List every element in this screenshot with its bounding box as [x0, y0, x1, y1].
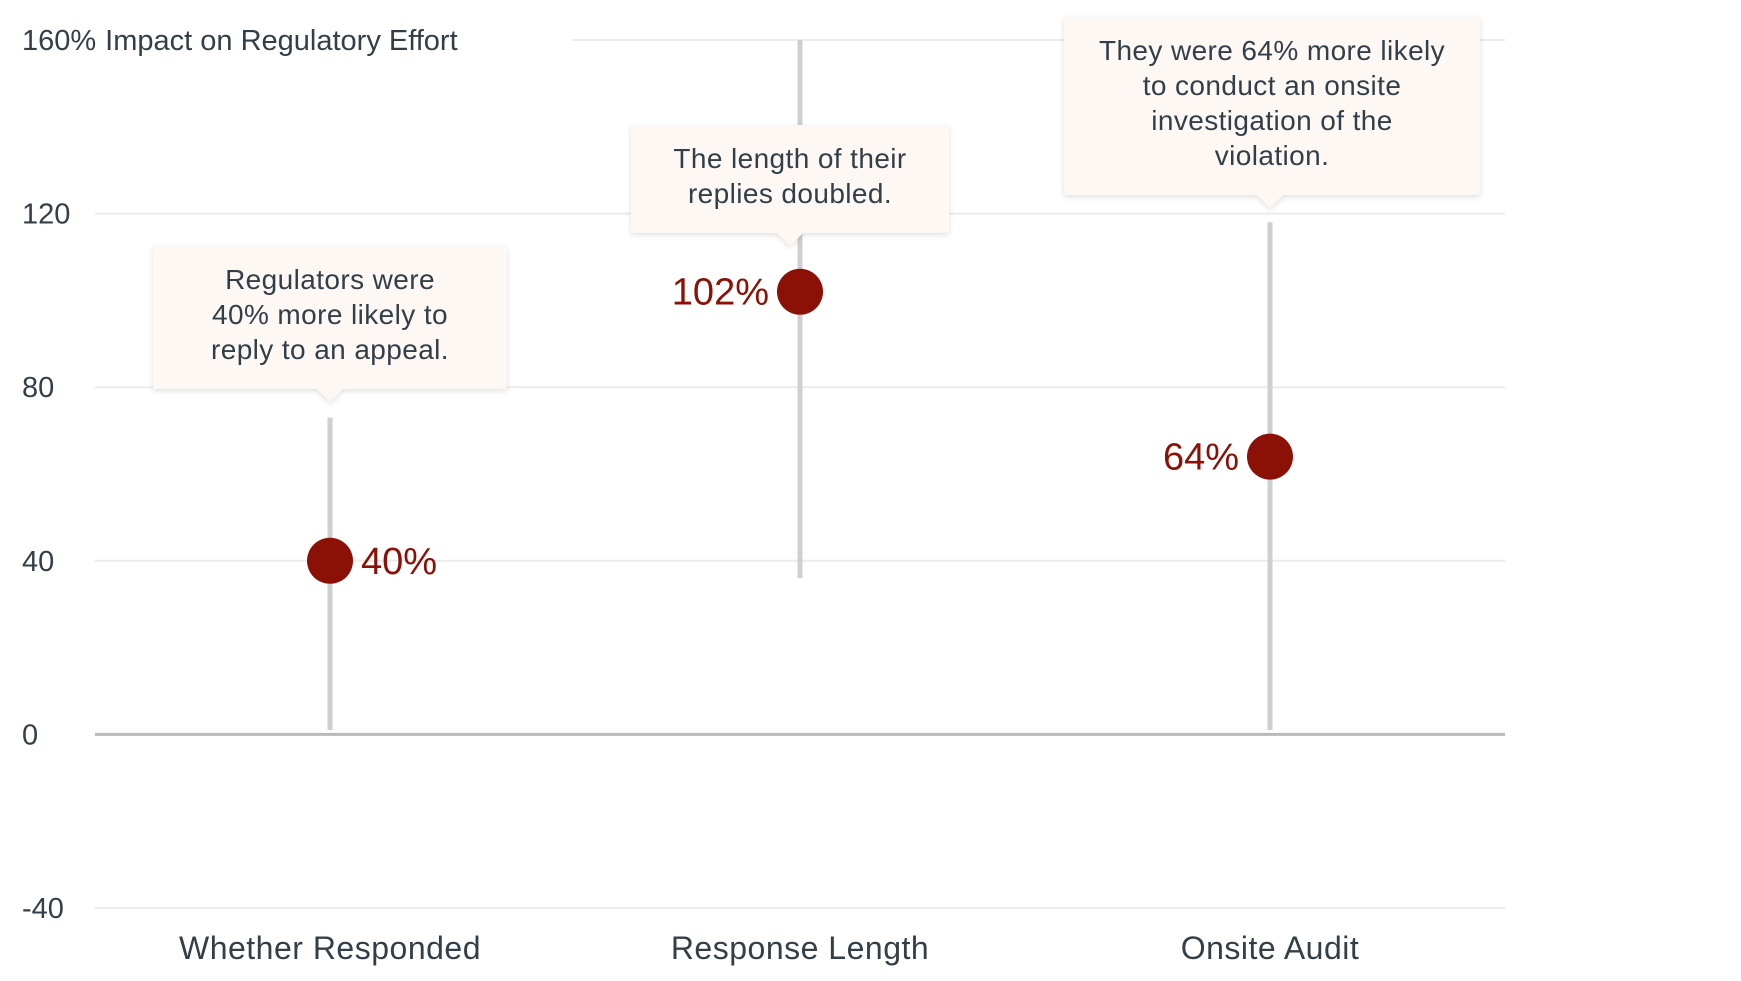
- callout-pointer: [1256, 194, 1284, 208]
- callout: [1064, 17, 1480, 208]
- callout-box: [153, 246, 507, 389]
- data-point: [307, 537, 353, 584]
- callout-line: reply to an appeal.: [211, 334, 449, 365]
- callout-line: replies doubled.: [688, 178, 892, 209]
- callout-line: They were 64% more likely: [1099, 35, 1445, 66]
- callout: [631, 125, 949, 246]
- callout-box: [631, 125, 949, 233]
- y-tick-label: 160%Impact on Regulatory Effort: [22, 25, 458, 57]
- x-tick-label: Onsite Audit: [1181, 930, 1360, 966]
- callout-line: to conduct an onsite: [1143, 70, 1402, 101]
- callout-text: Regulators were 40% more likely to reply t…: [211, 264, 449, 365]
- y-tick-label: 120: [22, 199, 70, 231]
- data-point: [1247, 433, 1293, 480]
- callout-line: investigation of the: [1151, 105, 1393, 136]
- y-tick-label: -40: [22, 893, 64, 925]
- y-tick-label: 80: [22, 372, 54, 404]
- y-axis: -40 0 40 80 120 160%Impact on Regulatory Effo…: [22, 25, 458, 925]
- y-tick-label: 0: [22, 719, 38, 751]
- data-point: [777, 268, 823, 315]
- x-axis: Whether Responded Response Length Onsite A…: [179, 930, 1359, 966]
- callout-text: The length of their replies doubled.: [673, 143, 906, 209]
- x-tick-label: Response Length: [671, 930, 929, 966]
- callout-pointer: [776, 232, 804, 246]
- callout-line: Regulators were: [225, 264, 435, 295]
- y-tick-label: 40: [22, 546, 54, 578]
- callout-line: The length of their: [673, 143, 906, 174]
- data-label: 64%: [1163, 437, 1239, 479]
- callout-line: 40% more likely to: [212, 299, 448, 330]
- callout-box: [1064, 17, 1480, 195]
- x-tick-label: Whether Responded: [179, 930, 481, 966]
- data-label: 40%: [361, 541, 437, 583]
- data-label: 102%: [672, 272, 769, 314]
- callout-text: They were 64% more likely to conduct an o…: [1099, 35, 1445, 171]
- callout-line: violation.: [1215, 140, 1330, 171]
- annotation-callouts: Regulators were 40% more likely to reply t…: [153, 17, 1480, 402]
- callout-pointer: [316, 388, 344, 402]
- data-points: 40% 102% 64%: [307, 268, 1293, 584]
- y-axis-title: Impact on Regulatory Effort: [105, 25, 457, 57]
- callout: [153, 246, 507, 402]
